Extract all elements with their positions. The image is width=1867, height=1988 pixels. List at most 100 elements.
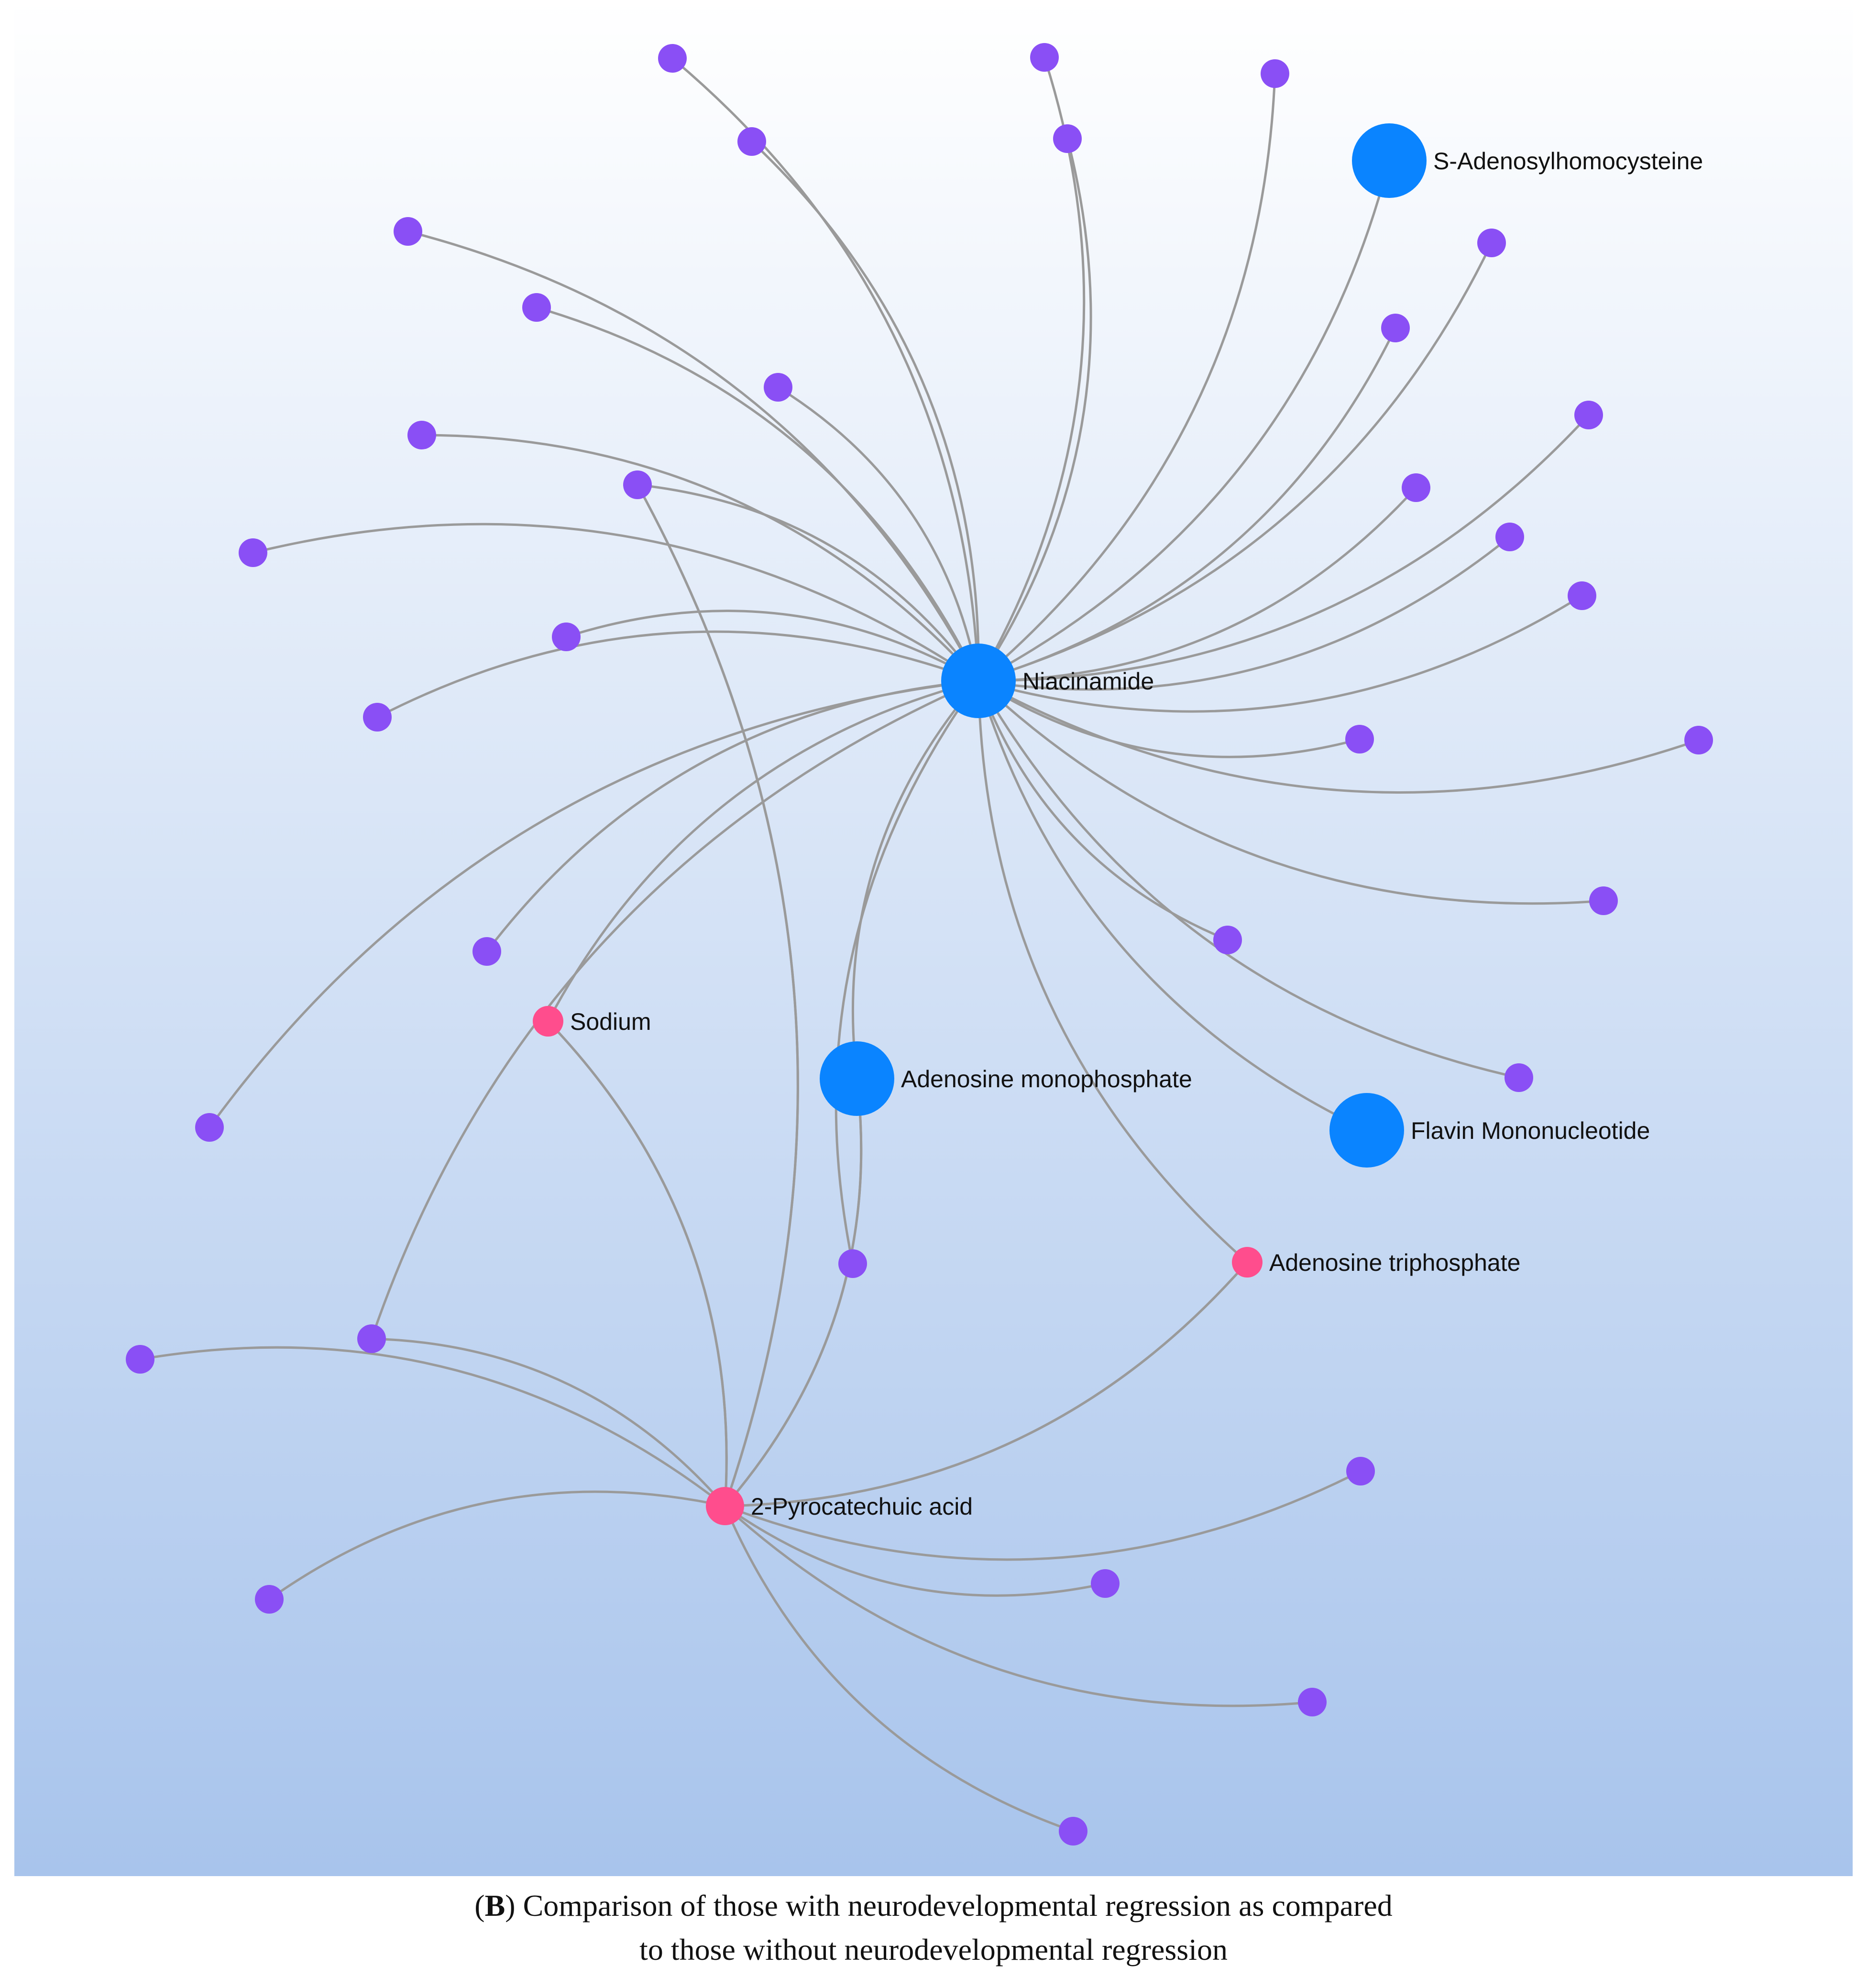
- edge-niacinamide-amp: [851, 680, 979, 1079]
- edge-niacinamide-n24: [977, 680, 1228, 941]
- node-n19[interactable]: [1495, 523, 1524, 551]
- node-label-fmn: Flavin Mononucleotide: [1411, 1117, 1650, 1144]
- caption-panel-letter: B: [484, 1889, 505, 1922]
- node-n17[interactable]: [1574, 401, 1603, 429]
- edge-niacinamide-sah: [977, 160, 1391, 682]
- node-n12[interactable]: [552, 623, 581, 651]
- node-niacinamide[interactable]: [941, 644, 1016, 718]
- edge-pyro-n36: [724, 1078, 863, 1507]
- edge-niacinamide-sodium: [547, 679, 979, 1022]
- node-label-sah: S-Adenosylhomocysteine: [1433, 148, 1703, 175]
- node-n25[interactable]: [1505, 1063, 1533, 1092]
- edge-niacinamide-n7: [536, 306, 980, 682]
- edge-pyro-n30: [268, 1490, 725, 1601]
- edge-niacinamide-n4: [751, 141, 980, 681]
- node-n20[interactable]: [1568, 581, 1596, 610]
- edge-niacinamide-n23: [977, 680, 1604, 905]
- edge-niacinamide-n5: [977, 138, 1092, 682]
- edge-pyro-n37: [725, 1261, 1248, 1507]
- node-amp[interactable]: [820, 1041, 894, 1116]
- edge-niacinamide-n22: [977, 679, 1699, 794]
- graph-background: [14, 0, 1853, 1876]
- edge-niacinamide-n28: [835, 680, 980, 1264]
- node-atp[interactable]: [1232, 1247, 1263, 1278]
- edge-niacinamide-n8: [777, 386, 980, 681]
- edge-niacinamide-atp: [977, 680, 1248, 1263]
- node-n2[interactable]: [1030, 43, 1059, 72]
- node-fmn[interactable]: [1329, 1093, 1404, 1168]
- edge-pyro-n29: [140, 1346, 726, 1507]
- edge-pyro-n39: [636, 484, 799, 1507]
- caption-line-1-text: ) Comparison of those with neurodevelopm…: [505, 1889, 1393, 1922]
- edge-niacinamide-n3: [977, 73, 1276, 682]
- node-label-pyro: 2-Pyrocatechuic acid: [751, 1493, 973, 1520]
- edge-niacinamide-n12: [566, 610, 979, 682]
- nodes-layer: [126, 43, 1713, 1846]
- labels-layer: Niacinamide S-AdenosylhomocysteineAdenosi…: [570, 148, 1703, 1520]
- node-n7[interactable]: [522, 293, 551, 322]
- edge-pyro-n33: [724, 1505, 1313, 1707]
- node-n30[interactable]: [255, 1585, 284, 1614]
- edge-niacinamide-n26: [208, 679, 979, 1128]
- node-n4[interactable]: [737, 127, 766, 156]
- caption-line-1: (B) Comparison of those with neurodevelo…: [474, 1889, 1393, 1922]
- figure-caption: (B) Comparison of those with neurodevelo…: [0, 1884, 1867, 1972]
- edge-niacinamide-n13: [376, 630, 979, 719]
- node-n27[interactable]: [357, 1324, 386, 1353]
- node-label-niacinamide: Niacinamide: [1022, 668, 1154, 695]
- edge-niacinamide-n27: [370, 679, 979, 1339]
- edge-niacinamide-n25: [977, 680, 1519, 1079]
- edge-pyro-n31: [725, 1470, 1362, 1561]
- edge-niacinamide-n16: [978, 327, 1397, 682]
- node-n1[interactable]: [658, 44, 687, 73]
- node-n23[interactable]: [1589, 886, 1618, 915]
- edge-niacinamide-fmn: [977, 680, 1368, 1132]
- node-n3[interactable]: [1261, 59, 1289, 88]
- node-n34[interactable]: [1059, 1817, 1087, 1846]
- node-label-sodium: Sodium: [570, 1008, 651, 1035]
- edge-niacinamide-n21: [977, 679, 1360, 758]
- edge-niacinamide-n17: [978, 414, 1590, 682]
- node-n10[interactable]: [623, 470, 652, 499]
- caption-line-2: to those without neurodevelopmental regr…: [639, 1933, 1228, 1966]
- node-n14[interactable]: [472, 937, 501, 966]
- node-n15[interactable]: [1477, 229, 1506, 257]
- edge-niacinamide-n11: [253, 523, 979, 682]
- edge-pyro-n35: [547, 1020, 728, 1507]
- edge-pyro-n38: [371, 1337, 726, 1507]
- node-n22[interactable]: [1684, 726, 1713, 754]
- edges-layer: [140, 57, 1699, 1833]
- edge-niacinamide-n6: [407, 230, 980, 682]
- node-sodium[interactable]: [533, 1006, 563, 1037]
- node-n21[interactable]: [1345, 725, 1374, 754]
- edge-pyro-n34: [724, 1506, 1074, 1833]
- node-n5[interactable]: [1053, 124, 1082, 153]
- node-n18[interactable]: [1402, 473, 1430, 502]
- network-graph: Niacinamide S-AdenosylhomocysteineAdenosi…: [14, 0, 1853, 1876]
- node-pyro[interactable]: [706, 1487, 744, 1525]
- node-n33[interactable]: [1298, 1688, 1327, 1716]
- node-n31[interactable]: [1346, 1457, 1375, 1486]
- node-n32[interactable]: [1091, 1569, 1120, 1598]
- node-n16[interactable]: [1381, 314, 1410, 342]
- node-n13[interactable]: [363, 703, 392, 732]
- edge-niacinamide-n9: [421, 434, 979, 682]
- node-n9[interactable]: [407, 421, 436, 449]
- edge-pyro-n32: [724, 1505, 1106, 1597]
- node-n29[interactable]: [126, 1345, 154, 1374]
- edge-niacinamide-n2: [977, 57, 1086, 682]
- edge-niacinamide-n10: [637, 483, 980, 682]
- node-n28[interactable]: [838, 1249, 867, 1278]
- node-sah[interactable]: [1352, 123, 1427, 198]
- edge-niacinamide-n20: [978, 594, 1583, 713]
- node-n8[interactable]: [764, 373, 792, 402]
- node-n6[interactable]: [394, 217, 422, 246]
- edge-niacinamide-n18: [978, 487, 1417, 682]
- node-label-atp: Adenosine triphosphate: [1269, 1249, 1520, 1276]
- node-n26[interactable]: [195, 1113, 224, 1142]
- node-n11[interactable]: [239, 538, 267, 567]
- node-label-amp: Adenosine monophosphate: [901, 1066, 1192, 1092]
- edge-niacinamide-n19: [978, 536, 1511, 691]
- node-n24[interactable]: [1213, 926, 1242, 954]
